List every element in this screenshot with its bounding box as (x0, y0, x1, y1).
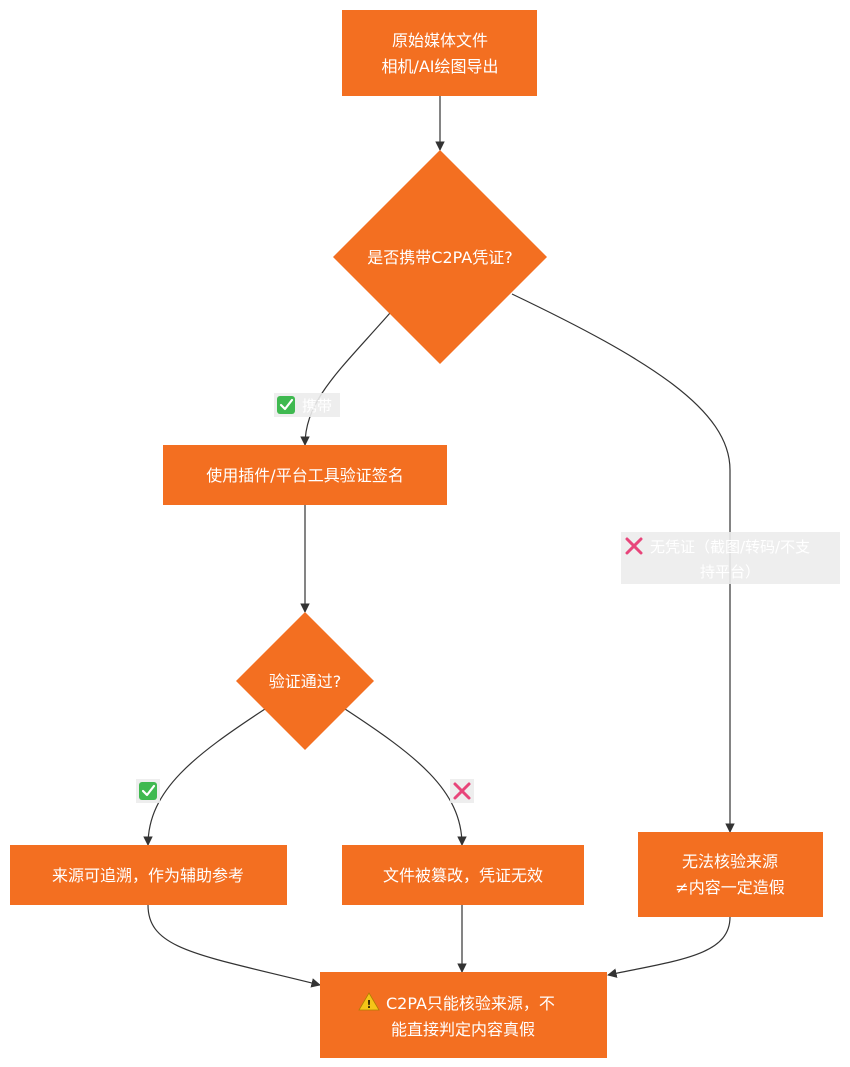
check-icon (139, 782, 157, 800)
cross-icon (453, 782, 471, 800)
node-traceable: 来源可追溯，作为辅助参考 (10, 845, 287, 905)
edge-cannot-verify-to-conclusion (607, 916, 731, 978)
edge-label-pass (136, 779, 160, 803)
node-conclusion: ! C2PA只能核验来源，不 能直接判定内容真假 (320, 972, 607, 1058)
node-verify-tool: 使用插件/平台工具验证签名 (163, 445, 447, 505)
node-tampered: 文件被篡改，凭证无效 (342, 845, 584, 905)
edge-label-carry-text: 携带 (302, 397, 332, 415)
node-conclusion-line-1: C2PA只能核验来源，不 (386, 994, 555, 1013)
node-verify-pass-decision: 验证通过? (236, 612, 374, 750)
check-icon (277, 396, 295, 414)
edge-label-no-credential-line-1: 无凭证（截图/转码/不支 (650, 538, 810, 556)
node-cannot-verify-line-1: 无法核验来源 (682, 852, 778, 871)
edge-traceable-to-conclusion (147, 904, 321, 988)
edge-label-carry: 携带 (274, 393, 340, 417)
node-tampered-label: 文件被篡改，凭证无效 (383, 866, 543, 885)
node-cannot-verify-line-2: ≠内容一定造假 (675, 878, 784, 897)
node-start-line-1: 原始媒体文件 (392, 31, 488, 50)
node-conclusion-line-2: 能直接判定内容真假 (391, 1020, 535, 1039)
svg-text:!: ! (366, 998, 371, 1011)
edge-decision-to-verify (300, 312, 391, 446)
node-has-c2pa-label: 是否携带C2PA凭证? (367, 248, 512, 267)
node-verify-tool-label: 使用插件/平台工具验证签名 (206, 466, 403, 485)
node-start: 原始媒体文件 相机/AI绘图导出 (342, 10, 537, 96)
edge-fail-to-tampered (344, 708, 467, 846)
edge-label-no-credential: 无凭证（截图/转码/不支 持平台） (621, 532, 840, 584)
cross-icon (625, 537, 643, 555)
node-cannot-verify: 无法核验来源 ≠内容一定造假 (638, 832, 823, 917)
edge-label-no-credential-line-2: 持平台） (700, 563, 760, 581)
node-has-c2pa-decision: 是否携带C2PA凭证? (333, 150, 547, 364)
edge-decision-to-cannot-verify (511, 293, 735, 833)
node-verify-pass-label: 验证通过? (269, 672, 342, 691)
edge-pass-to-traceable (143, 708, 266, 846)
edge-label-fail (450, 779, 474, 803)
node-traceable-label: 来源可追溯，作为辅助参考 (52, 866, 244, 885)
warning-icon: ! (358, 992, 380, 1011)
node-start-line-2: 相机/AI绘图导出 (381, 57, 498, 76)
